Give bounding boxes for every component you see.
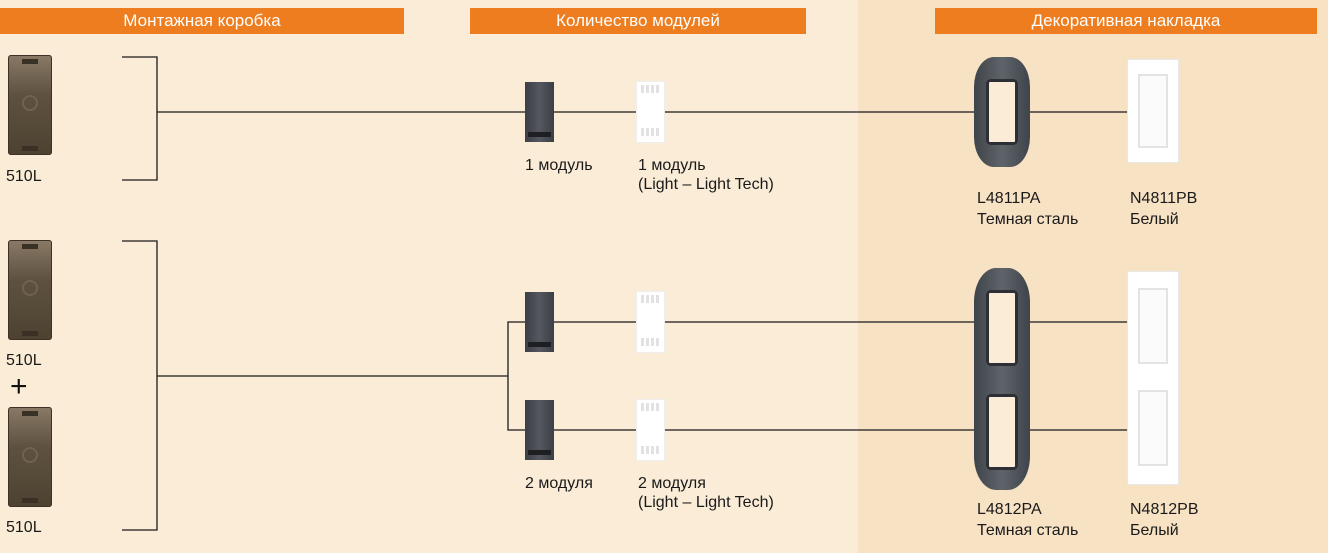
header-box: Монтажная коробка — [0, 8, 404, 34]
row2-bracket — [122, 240, 158, 531]
plate-finish: Белый — [1130, 522, 1179, 539]
plate-white-image — [1128, 272, 1178, 484]
module-dark-image — [525, 292, 554, 352]
module-white-image — [637, 400, 664, 460]
box-label: 510L — [6, 519, 42, 536]
plate-code: L4812PA — [977, 501, 1042, 518]
plate-finish: Темная сталь — [977, 522, 1079, 539]
module-white-image — [637, 292, 664, 352]
header-modules: Количество модулей — [470, 8, 806, 34]
mounting-box-image — [8, 240, 52, 340]
plate-panel-background — [858, 0, 1328, 553]
plate-finish: Темная сталь — [977, 211, 1079, 228]
box-label: 510L — [6, 168, 42, 185]
module-white-image — [637, 82, 664, 142]
box-label: 510L — [6, 352, 42, 369]
header-plate: Декоративная накладка — [935, 8, 1317, 34]
module-label: 2 модуля (Light – Light Tech) — [638, 475, 774, 511]
module-dark-image — [525, 400, 554, 460]
plate-code: N4812PB — [1130, 501, 1199, 518]
plate-code: L4811PA — [977, 190, 1041, 207]
row2-branch — [507, 321, 525, 431]
module-label: 1 модуль (Light – Light Tech) — [638, 157, 774, 193]
module-dark-image — [525, 82, 554, 142]
plate-code: N4811PB — [1130, 190, 1198, 207]
module-label: 2 модуля — [525, 475, 593, 492]
plus-sign: + — [10, 370, 28, 403]
mounting-box-image — [8, 407, 52, 507]
plate-dark-steel-image — [974, 268, 1030, 490]
module-label: 1 модуль — [525, 157, 593, 174]
mounting-box-image — [8, 55, 52, 155]
row1-bracket — [122, 56, 158, 181]
plate-finish: Белый — [1130, 211, 1179, 228]
plate-dark-steel-image — [974, 57, 1030, 167]
plate-white-image — [1128, 60, 1178, 162]
